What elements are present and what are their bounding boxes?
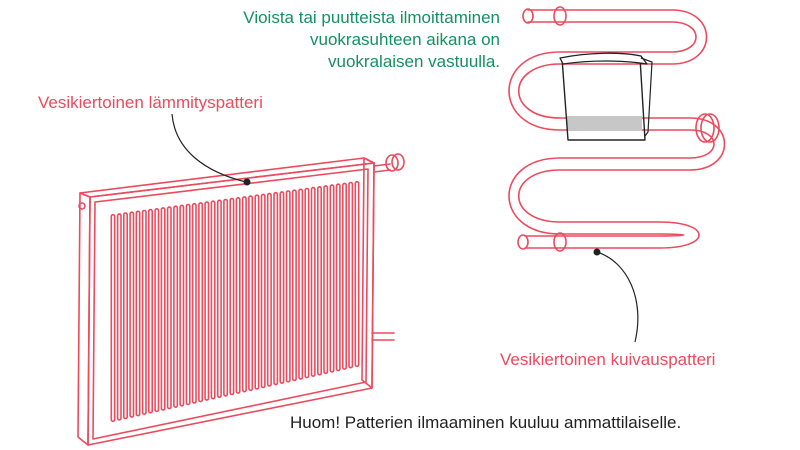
radiator-fin [317, 186, 322, 376]
towel-rail-label: Vesikiertoinen kuivauspatteri [500, 350, 716, 369]
radiator-fin [210, 200, 216, 400]
towel-rail-pipe-inner [508, 21, 715, 237]
wall-bracket [695, 113, 715, 143]
radiator-fin [260, 193, 266, 389]
radiator-bottom-pipe [371, 332, 395, 341]
radiator-valve [373, 153, 405, 173]
radiator-fin [248, 195, 254, 392]
wall-bracket [700, 113, 720, 143]
radiator-bleeding-note: Huom! Patterien ilmaaminen kuuluu ammatt… [290, 413, 682, 432]
radiator-fin [348, 181, 354, 369]
towel-band [567, 116, 642, 131]
radiator-fins [110, 180, 360, 423]
radiator-fin [310, 186, 316, 377]
radiator-fin [160, 207, 166, 411]
wall-bracket [553, 232, 567, 252]
radiator-fin [166, 206, 172, 410]
radiator-fin [229, 197, 235, 396]
radiator-fin [235, 197, 241, 394]
towel-rail-pointer [596, 251, 639, 343]
radiator-fin [198, 202, 204, 403]
panel-radiator-pointer-dot [243, 178, 251, 186]
panel-radiator-screw [78, 202, 86, 210]
towel-fold [559, 52, 648, 65]
radiator-fin [342, 182, 347, 370]
radiator-fin [354, 180, 360, 368]
radiator-fin [173, 205, 179, 408]
towel-rail-pipe-outer [518, 9, 726, 249]
towel [559, 52, 653, 141]
radiator-fin [216, 199, 222, 399]
radiator-fin [266, 192, 272, 387]
radiator-fin [204, 201, 210, 401]
radiator-fin [110, 213, 116, 423]
radiator-fin [241, 196, 247, 393]
panel-radiator-inner-frame [92, 168, 369, 440]
radiator-fin [279, 191, 285, 384]
radiator-fin [123, 212, 128, 420]
radiator-fin [135, 210, 141, 417]
radiator-fin [335, 183, 341, 372]
panel-radiator-end-lip [77, 192, 91, 446]
radiator-fin [191, 202, 197, 404]
radiator-fin [129, 211, 135, 418]
radiator-fin [254, 194, 260, 390]
radiator-fin [179, 204, 185, 407]
radiator-fin [223, 198, 229, 397]
radiator-fin [148, 208, 153, 414]
radiator-fin [304, 187, 310, 379]
tenant-responsibility-note: Vioista tai puutteista ilmoittaminen vuo… [243, 8, 500, 71]
radiator-fin [116, 213, 122, 421]
radiator-fin [285, 190, 291, 383]
radiator-fin [298, 188, 304, 380]
panel-radiator-pointer [171, 113, 247, 183]
radiator-fin [141, 209, 147, 415]
towel-rail [508, 6, 726, 252]
radiator-fin [185, 203, 191, 406]
radiator-fin [273, 191, 279, 386]
panel-radiator-label: Vesikiertoinen lämmityspatteri [38, 93, 263, 112]
radiator-fin [154, 208, 160, 413]
panel-radiator [77, 153, 405, 446]
radiator-fin [291, 189, 297, 382]
wall-bracket [553, 6, 567, 26]
radiator-fin [329, 184, 335, 373]
radiator-fin [323, 185, 329, 375]
